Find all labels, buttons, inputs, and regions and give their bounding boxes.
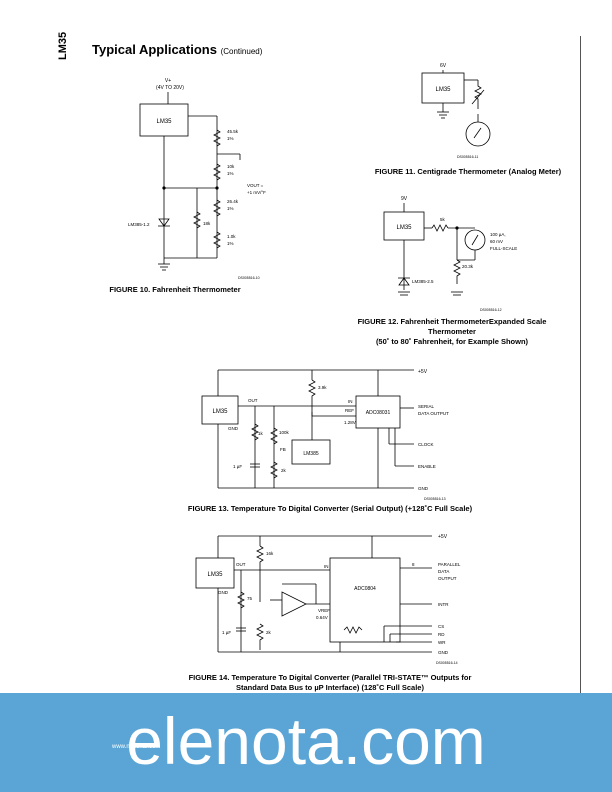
fig10-r2b: 1% [227,171,234,176]
fig12-meter-l3: FULL-SCALE [490,246,517,251]
section-title: Typical Applications (Continued) [92,42,262,57]
fig14-parallel3: OUTPUT [438,576,457,581]
fig10-r5: 18k [203,221,211,226]
fig14-r-top: 16k [266,551,274,556]
fig10-ic-label: LM35 [156,119,172,125]
fig14-vref2: 0.64V [316,615,328,620]
fig14-pin-gnd: GND [218,590,229,595]
fig14-ic-box [195,557,235,589]
fig14-pin-in: IN [324,564,329,569]
fig13-ic-label: LM35 [212,409,228,415]
fig10-caption: FIGURE 10. Fahrenheit Thermometer [109,285,241,294]
fig13-r-b: 100k [279,430,290,435]
fig12-meter-l2: 60 mV [490,239,503,244]
fig13-clock: CLOCK [418,442,434,447]
fig14-wr: WR [438,640,446,645]
fig14-caption-l2: Standard Data Bus to µP Interface) (128˚… [236,683,424,692]
fig10-r4b: 1% [227,241,234,246]
fig10-code: DS005516-10 [238,276,260,280]
fig14-adc-box [329,557,401,643]
fig14-cs: CS [438,624,444,629]
footer-small-text: www.national.com [112,744,161,750]
fig10-r2: 10k [227,164,235,169]
fig10-vout2: +1 mV/°F [247,190,266,195]
fig13-r-c: 2k [281,468,287,473]
figure-13-schematic: +5V LM35 OUT GND ADC08031 IN REF 1.28V 3… [201,369,449,501]
fig13-adc-label: ADC08031 [366,410,391,416]
fig14-vref: VREF [318,608,330,613]
fig14-buffer [281,591,307,617]
fig14-bus8: 8 [412,562,415,567]
fig13-code: DS005516-13 [424,497,446,501]
section-title-suffix: (Continued) [220,47,263,56]
watermark-banner [0,693,612,792]
fig10-r1b: 1% [227,136,234,141]
fig13-pin-gnd: GND [228,426,239,431]
fig14-parallel1: PARALLEL [438,562,461,567]
fig13-serial: SERIAL [418,404,435,409]
fig10-r3: 26.4k [227,199,239,204]
fig11-meter [465,121,491,147]
fig12-caption-l3: (50˚ to 80˚ Fahrenheit, for Example Show… [375,337,529,346]
fig14-rd: RD [438,632,445,637]
fig14-parallel2: DATA [438,569,449,574]
fig14-r-b: 2k [266,630,272,635]
fig14-cap: 1 µF [222,630,231,635]
fig14-caption-l1: FIGURE 14. Temperature To Digital Conver… [188,673,472,682]
fig14-code: DS005516-14 [436,661,458,665]
fig13-ic-box [201,395,239,425]
fig12-supply: 9V [401,196,408,202]
fig11-code: DS005516-11 [457,155,478,159]
fig10-supply-label: V+ [165,78,171,84]
fig10-vout: VOUT = [247,183,264,188]
fig13-r-a: 1k [258,431,264,436]
fig10-r1: 45.5k [227,129,239,134]
fig13-enable: ENABLE [418,464,436,469]
figure-10-schematic: V+ (4V TO 20V) LM35 45.5k 1% 10k 1% 26.4… [128,78,266,280]
fig13-fb: FB [280,447,286,452]
fig12-r2: 20.3k [462,264,474,269]
fig14-r-a: 75 [247,596,253,601]
fig14-supply: +5V [438,534,448,540]
fig14-pin-out: OUT [236,562,246,567]
fig10-r3b: 1% [227,206,234,211]
fig10-ref: LM385-1.2 [128,222,150,227]
fig13-supply: +5V [418,369,428,375]
page-frame [76,36,581,742]
fig13-cap: 1 µF [233,464,242,469]
section-title-text: Typical Applications [92,42,217,57]
fig12-ref: LM385-2.5 [412,279,434,284]
fig13-pin-in: IN [348,399,353,404]
fig12-caption-l2: Thermometer [428,327,476,336]
fig14-adc-label: ADC0804 [354,586,376,592]
fig12-meter-l1: 100 µA, [490,232,506,237]
fig11-caption: FIGURE 11. Centigrade Thermometer (Analo… [374,167,562,176]
fig14-ic-label: LM35 [207,572,223,578]
figure-11-schematic: 6V LM35 DS005516-11 [421,63,491,159]
figure-12-schematic: 9V LM35 5k 20.3k 100 µA, 60 mV FULL-SCAL… [383,196,517,312]
fig13-vref: 1.28V [344,420,356,425]
fig14-intr: INTR [438,602,449,607]
fig14-gnd: GND [438,650,449,655]
fig11-ic-label: LM35 [435,87,451,93]
fig13-serial2: DATA OUTPUT [418,411,449,416]
fig13-pin-out: OUT [248,398,258,403]
fig12-code: DS005516-12 [480,308,502,312]
fig13-pin-ref: REF [345,408,354,413]
fig12-ic-label: LM35 [396,225,412,231]
fig10-r4: 1.0k [227,234,236,239]
fig12-caption-l1: FIGURE 12. Fahrenheit ThermometerExpande… [357,317,547,326]
fig13-r-top: 3.9k [318,385,327,390]
fig13-amp-box [291,439,331,465]
fig12-r1: 5k [440,217,446,222]
fig11-supply: 6V [440,63,447,69]
fig13-gnd: GND [418,486,429,491]
fig13-amp-label: LM385 [303,451,319,457]
fig13-caption: FIGURE 13. Temperature To Digital Conver… [187,504,473,513]
figure-14-schematic: +5V LM35 OUT GND ADC0804 IN 16k VREF 0.6… [195,534,461,665]
fig10-supply-range: (4V TO 20V) [156,85,184,91]
watermark-text[interactable]: elenota.com [126,704,486,778]
